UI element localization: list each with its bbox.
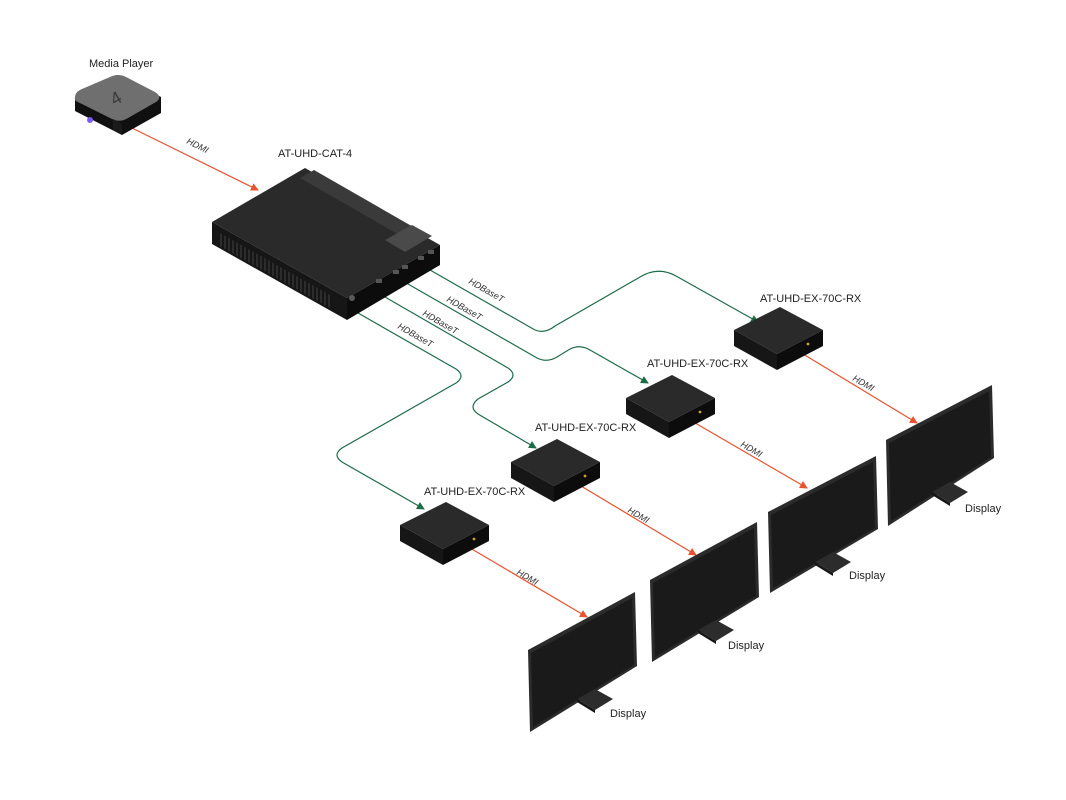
transmitter-port-icon — [418, 256, 424, 260]
receiver-device-3 — [511, 439, 600, 502]
receiver-led-icon — [472, 537, 476, 541]
hdbaset-label-1: HDBaseT — [467, 276, 507, 305]
hdbaset-label-3: HDBaseT — [421, 308, 461, 337]
receiver-device-2 — [626, 375, 715, 438]
receiver-label-3: AT-UHD-EX-70C-RX — [535, 422, 637, 434]
hdmi-link-display-2 — [689, 419, 808, 489]
media-player-label: Media Player — [89, 58, 154, 70]
hdmi-link-source — [131, 127, 259, 191]
display-label-4: Display — [610, 708, 647, 720]
media-player: 4 — [74, 75, 161, 135]
receiver-led-icon — [698, 410, 702, 414]
receiver-device-1 — [734, 307, 823, 370]
hdmi-label-source: HDMI — [185, 136, 210, 156]
display-label-1: Display — [965, 503, 1002, 515]
display-4 — [528, 592, 637, 732]
receiver-label-2: AT-UHD-EX-70C-RX — [647, 358, 749, 370]
player-led-icon — [87, 117, 93, 123]
receiver-label-4: AT-UHD-EX-70C-RX — [424, 486, 526, 498]
display-3 — [650, 522, 759, 662]
display-2 — [768, 456, 878, 593]
transmitter-logo-icon — [349, 295, 355, 301]
transmitter-port-icon — [393, 270, 399, 274]
hdmi-label-display-4: HDMI — [515, 567, 540, 587]
transmitter-device — [212, 168, 440, 320]
hdbaset-link-2 — [399, 277, 649, 384]
transmitter-label: AT-UHD-CAT-4 — [278, 148, 352, 160]
receiver-led-icon — [806, 342, 810, 346]
transmitter-port-icon — [402, 265, 408, 269]
hdmi-link-display-1 — [802, 353, 918, 424]
receiver-device-4 — [400, 502, 489, 565]
display-label-2: Display — [849, 570, 886, 582]
transmitter-port-icon — [376, 279, 382, 283]
receiver-label-1: AT-UHD-EX-70C-RX — [760, 293, 862, 305]
hdmi-label-display-3: HDMI — [626, 505, 651, 525]
hdmi-link-display-4 — [464, 544, 588, 618]
receiver-led-icon — [583, 474, 587, 478]
display-1 — [886, 385, 994, 526]
hdmi-link-display-3 — [575, 482, 697, 556]
hdbaset-link-3 — [376, 290, 537, 449]
display-label-3: Display — [728, 640, 765, 652]
transmitter-port-icon — [428, 250, 434, 254]
hdbaset-link-4 — [336, 306, 462, 510]
